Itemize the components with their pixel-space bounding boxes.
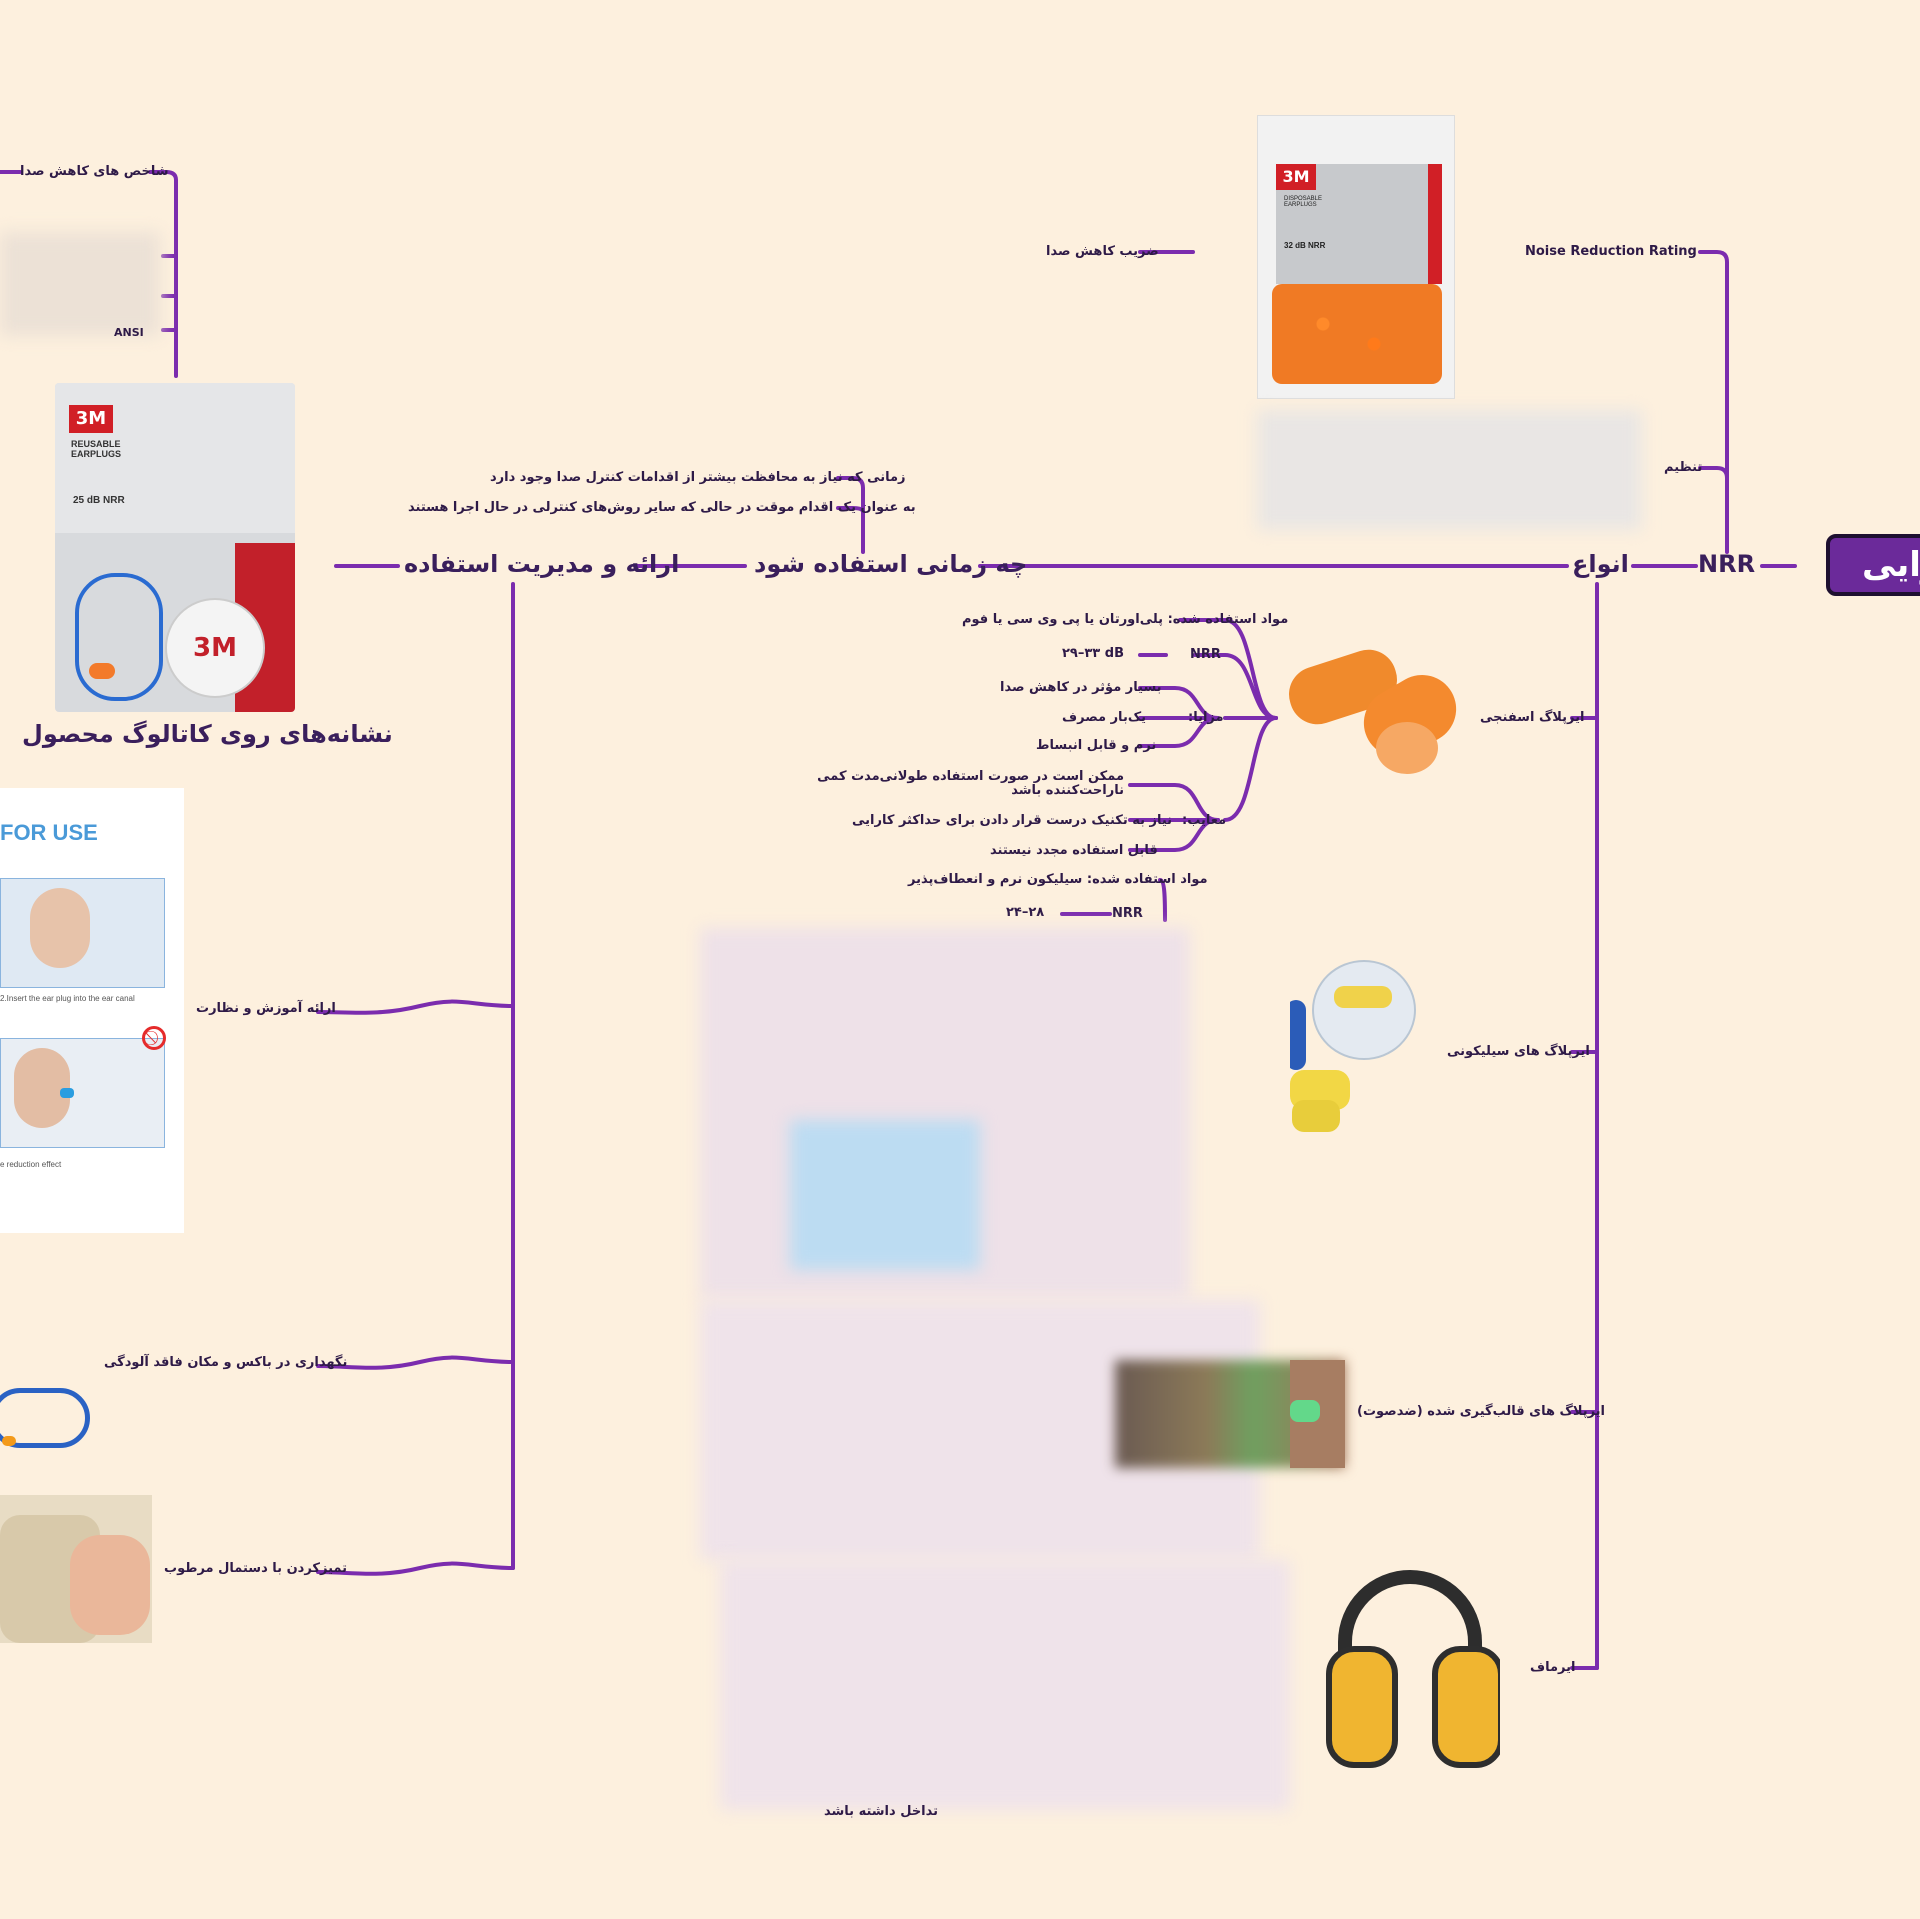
coefficient-label[interactable]: ضریب کاهش صدا — [1046, 244, 1159, 259]
management-branch-label[interactable]: ارائه و مدیریت استفاده — [404, 550, 680, 578]
foam-earplugs-image — [1282, 640, 1472, 795]
foam-con-3[interactable]: قابل استفاده مجدد نیستند — [990, 843, 1158, 858]
instructions-heading: FOR USE — [0, 820, 98, 845]
package-nrr-label: 32 dB NRR — [1284, 241, 1326, 250]
package-brand-label: 3M — [69, 405, 113, 433]
foam-material-label[interactable]: مواد استفاده شده: پلی‌اورتان یا پی وی سی… — [962, 612, 1289, 627]
package-disposable-label: DISPOSABLE EARPLUGS — [1284, 196, 1323, 208]
blurred-image — [790, 1120, 980, 1270]
earmuff-image — [1320, 1570, 1500, 1780]
ansi-label[interactable]: ANSI — [114, 326, 144, 339]
catalog-title[interactable]: نشانه‌های روی کاتالوگ محصول — [22, 720, 393, 748]
package-brand-label: 3M — [1276, 164, 1316, 190]
foam-pros-label[interactable]: مزایا: — [1188, 710, 1224, 725]
foam-pro-1[interactable]: بسیار مؤثر در کاهش صدا — [1000, 680, 1162, 695]
package-reusable-label: REUSABLE EARPLUGS — [71, 439, 122, 459]
earmuff-label[interactable]: ایرماف — [1530, 1660, 1576, 1675]
foam-con-1[interactable]: ممکن است در صورت استفاده طولانی‌مدت کمی … — [817, 769, 1124, 798]
foam-pro-2[interactable]: یک‌بار مصرف — [1062, 710, 1147, 725]
noise-index-label[interactable]: شاخص های کاهش صدا — [20, 164, 169, 179]
connector-when-2 — [836, 506, 865, 522]
molded-earplug-label[interactable]: ایرپلاگ های قالب‌گیری شده (ضدصوت) — [1357, 1404, 1606, 1419]
training-label[interactable]: ارائه آموزش و نظارت — [196, 1001, 336, 1016]
package-case-brand: 3M — [165, 598, 265, 698]
cleaning-label[interactable]: تمیزکردن با دستمال مرطوب — [164, 1561, 347, 1576]
molded-earplugs-hand — [1290, 1360, 1345, 1468]
root-label: وایی — [1862, 545, 1920, 585]
connector-storage — [316, 1355, 515, 1370]
cleaning-cloth-image — [0, 1495, 152, 1643]
forbidden-icon: ⃠ — [142, 1026, 166, 1050]
earmuff-bottom-text[interactable]: تداخل داشته باشد — [824, 1804, 939, 1819]
types-branch-label[interactable]: انواع — [1572, 550, 1629, 578]
blurred-image — [720, 1560, 1290, 1810]
package-nrr-label: 25 dB NRR — [73, 495, 125, 506]
foam-cons-label[interactable]: معایب: — [1182, 813, 1227, 828]
adjust-label[interactable]: تنظیم — [1664, 460, 1703, 475]
nrr-branch-label[interactable]: NRR — [1698, 550, 1756, 578]
reusable-earplugs-package-image: 3M REUSABLE EARPLUGS 25 dB NRR 3M — [55, 383, 295, 712]
when-item-2[interactable]: به عنوان یک اقدام موقت در حالی که سایر ر… — [408, 500, 916, 515]
connector-when-1 — [836, 476, 865, 554]
connector-cleaning — [316, 1561, 515, 1576]
blurred-image — [1257, 410, 1642, 530]
silicone-nrr-value[interactable]: ۲۴–۲۸ — [1006, 905, 1045, 920]
foam-earplug-label[interactable]: ایرپلاگ اسفنجی — [1480, 710, 1585, 725]
when-branch-label[interactable]: چه زمانی استفاده شود — [754, 550, 1028, 578]
root-node[interactable]: وایی — [1826, 534, 1920, 596]
silicone-nrr-label[interactable]: NRR — [1112, 906, 1143, 921]
blurred-image — [0, 232, 160, 336]
corded-earplug-image — [0, 1380, 90, 1460]
connector-training — [316, 999, 515, 1015]
storage-label[interactable]: نگهداری در باکس و مکان فاقد آلودگی — [104, 1355, 348, 1370]
instructions-caption-2: e reduction effect — [0, 1160, 62, 1169]
foam-nrr-value[interactable]: ۲۹–۳۳ dB — [1062, 646, 1124, 661]
foam-pro-3[interactable]: نرم و قابل انبساط — [1036, 738, 1157, 753]
foam-con-2[interactable]: نیاز به تکنیک درست قرار دادن برای حداکثر… — [852, 813, 1173, 828]
disposable-earplugs-package-image: 3M DISPOSABLE EARPLUGS 32 dB NRR — [1257, 115, 1455, 399]
silicone-earplugs-image — [1290, 960, 1430, 1140]
connector-nrr-adjust — [1698, 466, 1729, 522]
usage-instructions-image: FOR USE 2.Insert the ear plug into the e… — [0, 788, 184, 1233]
connector-nrr-rating — [1698, 250, 1729, 554]
silicone-material-label[interactable]: مواد استفاده شده: سیلیکون نرم و انعطاف‌پ… — [908, 872, 1208, 887]
noise-reduction-rating-label[interactable]: Noise Reduction Rating — [1525, 244, 1697, 259]
foam-nrr-label[interactable]: NRR — [1190, 647, 1221, 662]
instructions-caption-1: 2.Insert the ear plug into the ear canal — [0, 994, 135, 1003]
silicone-earplug-label[interactable]: ایرپلاگ های سیلیکونی — [1447, 1044, 1590, 1059]
when-item-1[interactable]: زمانی که نیاز به محافظت بیشتر از اقدامات… — [490, 470, 906, 485]
